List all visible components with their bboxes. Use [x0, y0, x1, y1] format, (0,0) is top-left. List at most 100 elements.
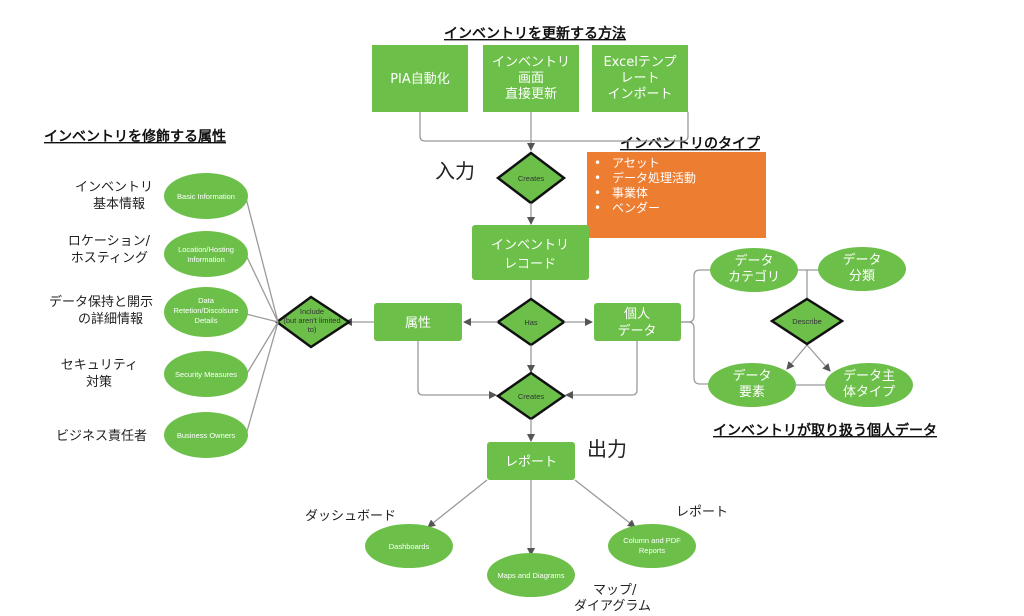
attribute-jp-label: ロケーション/	[68, 234, 151, 249]
input-label: 入力	[435, 159, 475, 183]
svg-text:(but aren't limited: (but aren't limited	[283, 316, 340, 325]
output-jp-label: レポート	[676, 505, 728, 520]
svg-text:データ: データ	[617, 323, 656, 339]
attribute-jp-label: 基本情報	[93, 197, 145, 212]
data-subject-type-node[interactable]: データ主 体タイプ	[825, 363, 913, 407]
output-label: 出力	[587, 437, 627, 461]
report-node[interactable]: レポート	[487, 442, 575, 480]
describe-diamond[interactable]: Describe	[769, 297, 845, 346]
update-method-excel[interactable]: Excelテンプ レート インポート	[592, 45, 688, 112]
title-update-methods: インベントリを更新する方法	[444, 25, 626, 42]
output-column-pdf-reports[interactable]: Column and PDF Reports レポート	[608, 505, 728, 568]
bullet-icon: •	[594, 171, 601, 185]
title-personal-data: インベントリが取り扱う個人データ	[713, 422, 937, 439]
update-methods-connector	[419, 112, 689, 142]
output-jp-label: ダッシュボード	[305, 509, 396, 524]
svg-text:to): to)	[308, 325, 317, 334]
svg-text:Retetion/Discolsure: Retetion/Discolsure	[173, 306, 238, 315]
attribute-jp-label: セキュリティ	[61, 358, 138, 373]
svg-text:Information: Information	[187, 255, 225, 264]
report-to-column-reports-arrow	[574, 479, 636, 528]
svg-text:Maps and Diagrams: Maps and Diagrams	[497, 571, 564, 580]
svg-text:分類: 分類	[849, 269, 875, 284]
svg-text:Column and PDF: Column and PDF	[623, 536, 681, 545]
has-diamond[interactable]: Has	[495, 297, 567, 347]
svg-text:Has: Has	[524, 318, 538, 327]
inventory-types-box: • アセット • データ処理活動 • 事業体 • ベンダー	[587, 152, 766, 238]
bullet-icon: •	[594, 201, 601, 215]
title-attributes: インベントリを修飾する属性	[44, 128, 226, 145]
svg-text:レポート: レポート	[505, 455, 557, 470]
svg-text:Creates: Creates	[518, 174, 545, 183]
inventory-type-item: アセット	[612, 156, 660, 170]
attribute-business-owners[interactable]: Business Owners ビジネス責任者	[56, 412, 248, 458]
include-connector	[245, 197, 279, 323]
attribute-jp-label: の詳細情報	[78, 311, 143, 327]
include-diamond[interactable]: Include (but aren't limited to)	[274, 295, 352, 349]
bullet-icon: •	[594, 156, 601, 170]
creates-top-diamond[interactable]: Creates	[495, 151, 567, 205]
output-maps-diagrams[interactable]: Maps and Diagrams マップ/ ダイアグラム	[487, 553, 651, 614]
update-method-pia[interactable]: PIA自動化	[372, 45, 468, 112]
title-inventory-types: インベントリのタイプ	[620, 136, 761, 152]
svg-text:データ主: データ主	[843, 368, 895, 384]
svg-text:属性: 属性	[405, 316, 431, 331]
svg-text:インベントリ: インベントリ	[491, 238, 569, 253]
include-connector	[245, 321, 279, 376]
svg-text:Dashboards: Dashboards	[389, 542, 430, 551]
svg-text:Data: Data	[198, 296, 215, 305]
attribute-security-measures[interactable]: Security Measures セキュリティ 対策	[61, 351, 248, 397]
personal-data-node[interactable]: 個人 データ	[594, 303, 681, 341]
svg-text:Basic Information: Basic Information	[177, 192, 235, 201]
svg-text:Reports: Reports	[639, 546, 666, 555]
attribute-jp-label: データ保持と開示	[49, 294, 153, 310]
svg-text:Security Measures: Security Measures	[175, 370, 237, 379]
svg-text:データ: データ	[732, 368, 771, 384]
inventory-record-node[interactable]: インベントリ レコード	[472, 225, 589, 280]
update-method-label: 直接更新	[505, 86, 557, 102]
attribute-location-hosting[interactable]: Location/Hosting Information ロケーション/ ホステ…	[68, 231, 248, 277]
personal-data-bracket-bottom	[681, 321, 712, 385]
inventory-type-item: ベンダー	[612, 200, 660, 215]
svg-text:体タイプ: 体タイプ	[843, 385, 895, 400]
update-method-label: Excelテンプ	[603, 55, 676, 70]
svg-text:Include: Include	[300, 307, 324, 316]
inventory-type-item: 事業体	[612, 186, 648, 200]
svg-text:レコード: レコード	[504, 257, 556, 272]
include-connector	[245, 321, 279, 436]
update-method-label: レート	[620, 71, 659, 86]
svg-text:Business Owners: Business Owners	[177, 431, 236, 440]
attribute-jp-label: 対策	[86, 374, 112, 390]
data-element-node[interactable]: データ 要素	[708, 363, 796, 407]
include-connector	[245, 313, 279, 323]
svg-text:データ: データ	[734, 253, 773, 269]
personal-data-bracket-top	[681, 269, 712, 323]
svg-text:Creates: Creates	[518, 392, 545, 401]
data-category-node[interactable]: データ カテゴリ	[710, 248, 798, 292]
update-method-label: PIA自動化	[390, 72, 450, 87]
inventory-type-list: • アセット • データ処理活動 • 事業体 • ベンダー	[594, 156, 696, 215]
include-connector	[245, 254, 279, 323]
creates-bottom-diamond[interactable]: Creates	[495, 371, 567, 421]
personal-data-to-creates-arrow	[565, 341, 638, 399]
update-method-screen[interactable]: インベントリ 画面 直接更新	[483, 45, 579, 112]
svg-text:カテゴリ: カテゴリ	[728, 269, 780, 285]
attribute-jp-label: ホスティング	[71, 251, 148, 266]
svg-text:要素: 要素	[739, 385, 765, 400]
attribute-data-retention[interactable]: Data Retetion/Discolsure Details データ保持と開…	[49, 287, 248, 337]
inventory-type-item: データ処理活動	[612, 170, 696, 185]
svg-text:個人: 個人	[624, 307, 650, 322]
output-jp-label: マップ/	[593, 583, 637, 598]
bullet-icon: •	[594, 186, 601, 200]
attribute-basic-information[interactable]: Basic Information インベントリ 基本情報	[75, 173, 248, 219]
data-classification-node[interactable]: データ 分類	[818, 247, 906, 291]
attributes-node[interactable]: 属性	[374, 303, 462, 341]
describe-to-subject-arrow	[806, 344, 831, 372]
svg-text:データ: データ	[842, 252, 881, 268]
output-dashboards[interactable]: Dashboards ダッシュボード	[305, 509, 453, 568]
report-to-dashboards-arrow	[427, 479, 488, 528]
attribute-jp-label: インベントリ	[75, 180, 153, 195]
update-method-label: インベントリ	[492, 55, 570, 70]
update-method-label: 画面	[518, 71, 544, 86]
